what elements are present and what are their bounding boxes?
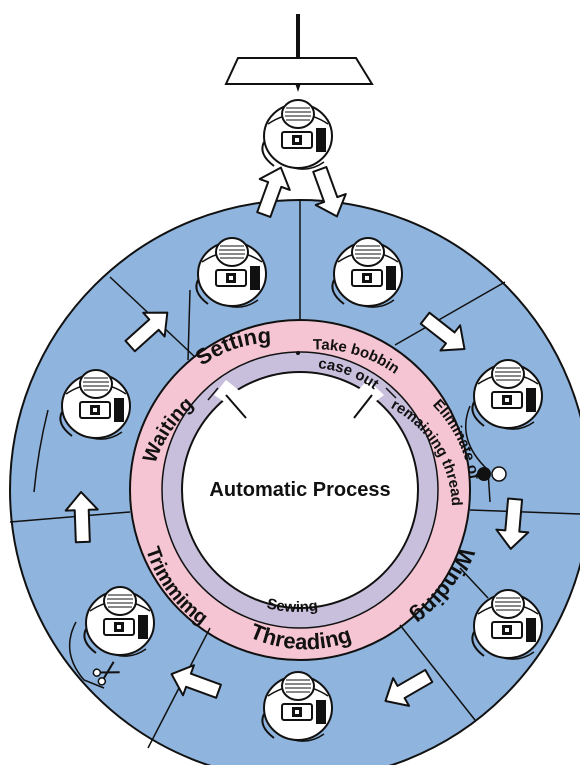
ring-gap-right bbox=[352, 380, 384, 409]
ring-gap-left bbox=[214, 380, 246, 409]
center-disc bbox=[181, 371, 419, 609]
bobbin-case-icon-top bbox=[261, 99, 333, 171]
scissors-icon bbox=[92, 661, 120, 686]
needle-icon bbox=[224, 14, 374, 92]
center-title: Automatic Process bbox=[209, 479, 390, 501]
thread-ball-icon bbox=[477, 467, 491, 481]
stage-label-sewing: Sewing bbox=[265, 595, 319, 616]
